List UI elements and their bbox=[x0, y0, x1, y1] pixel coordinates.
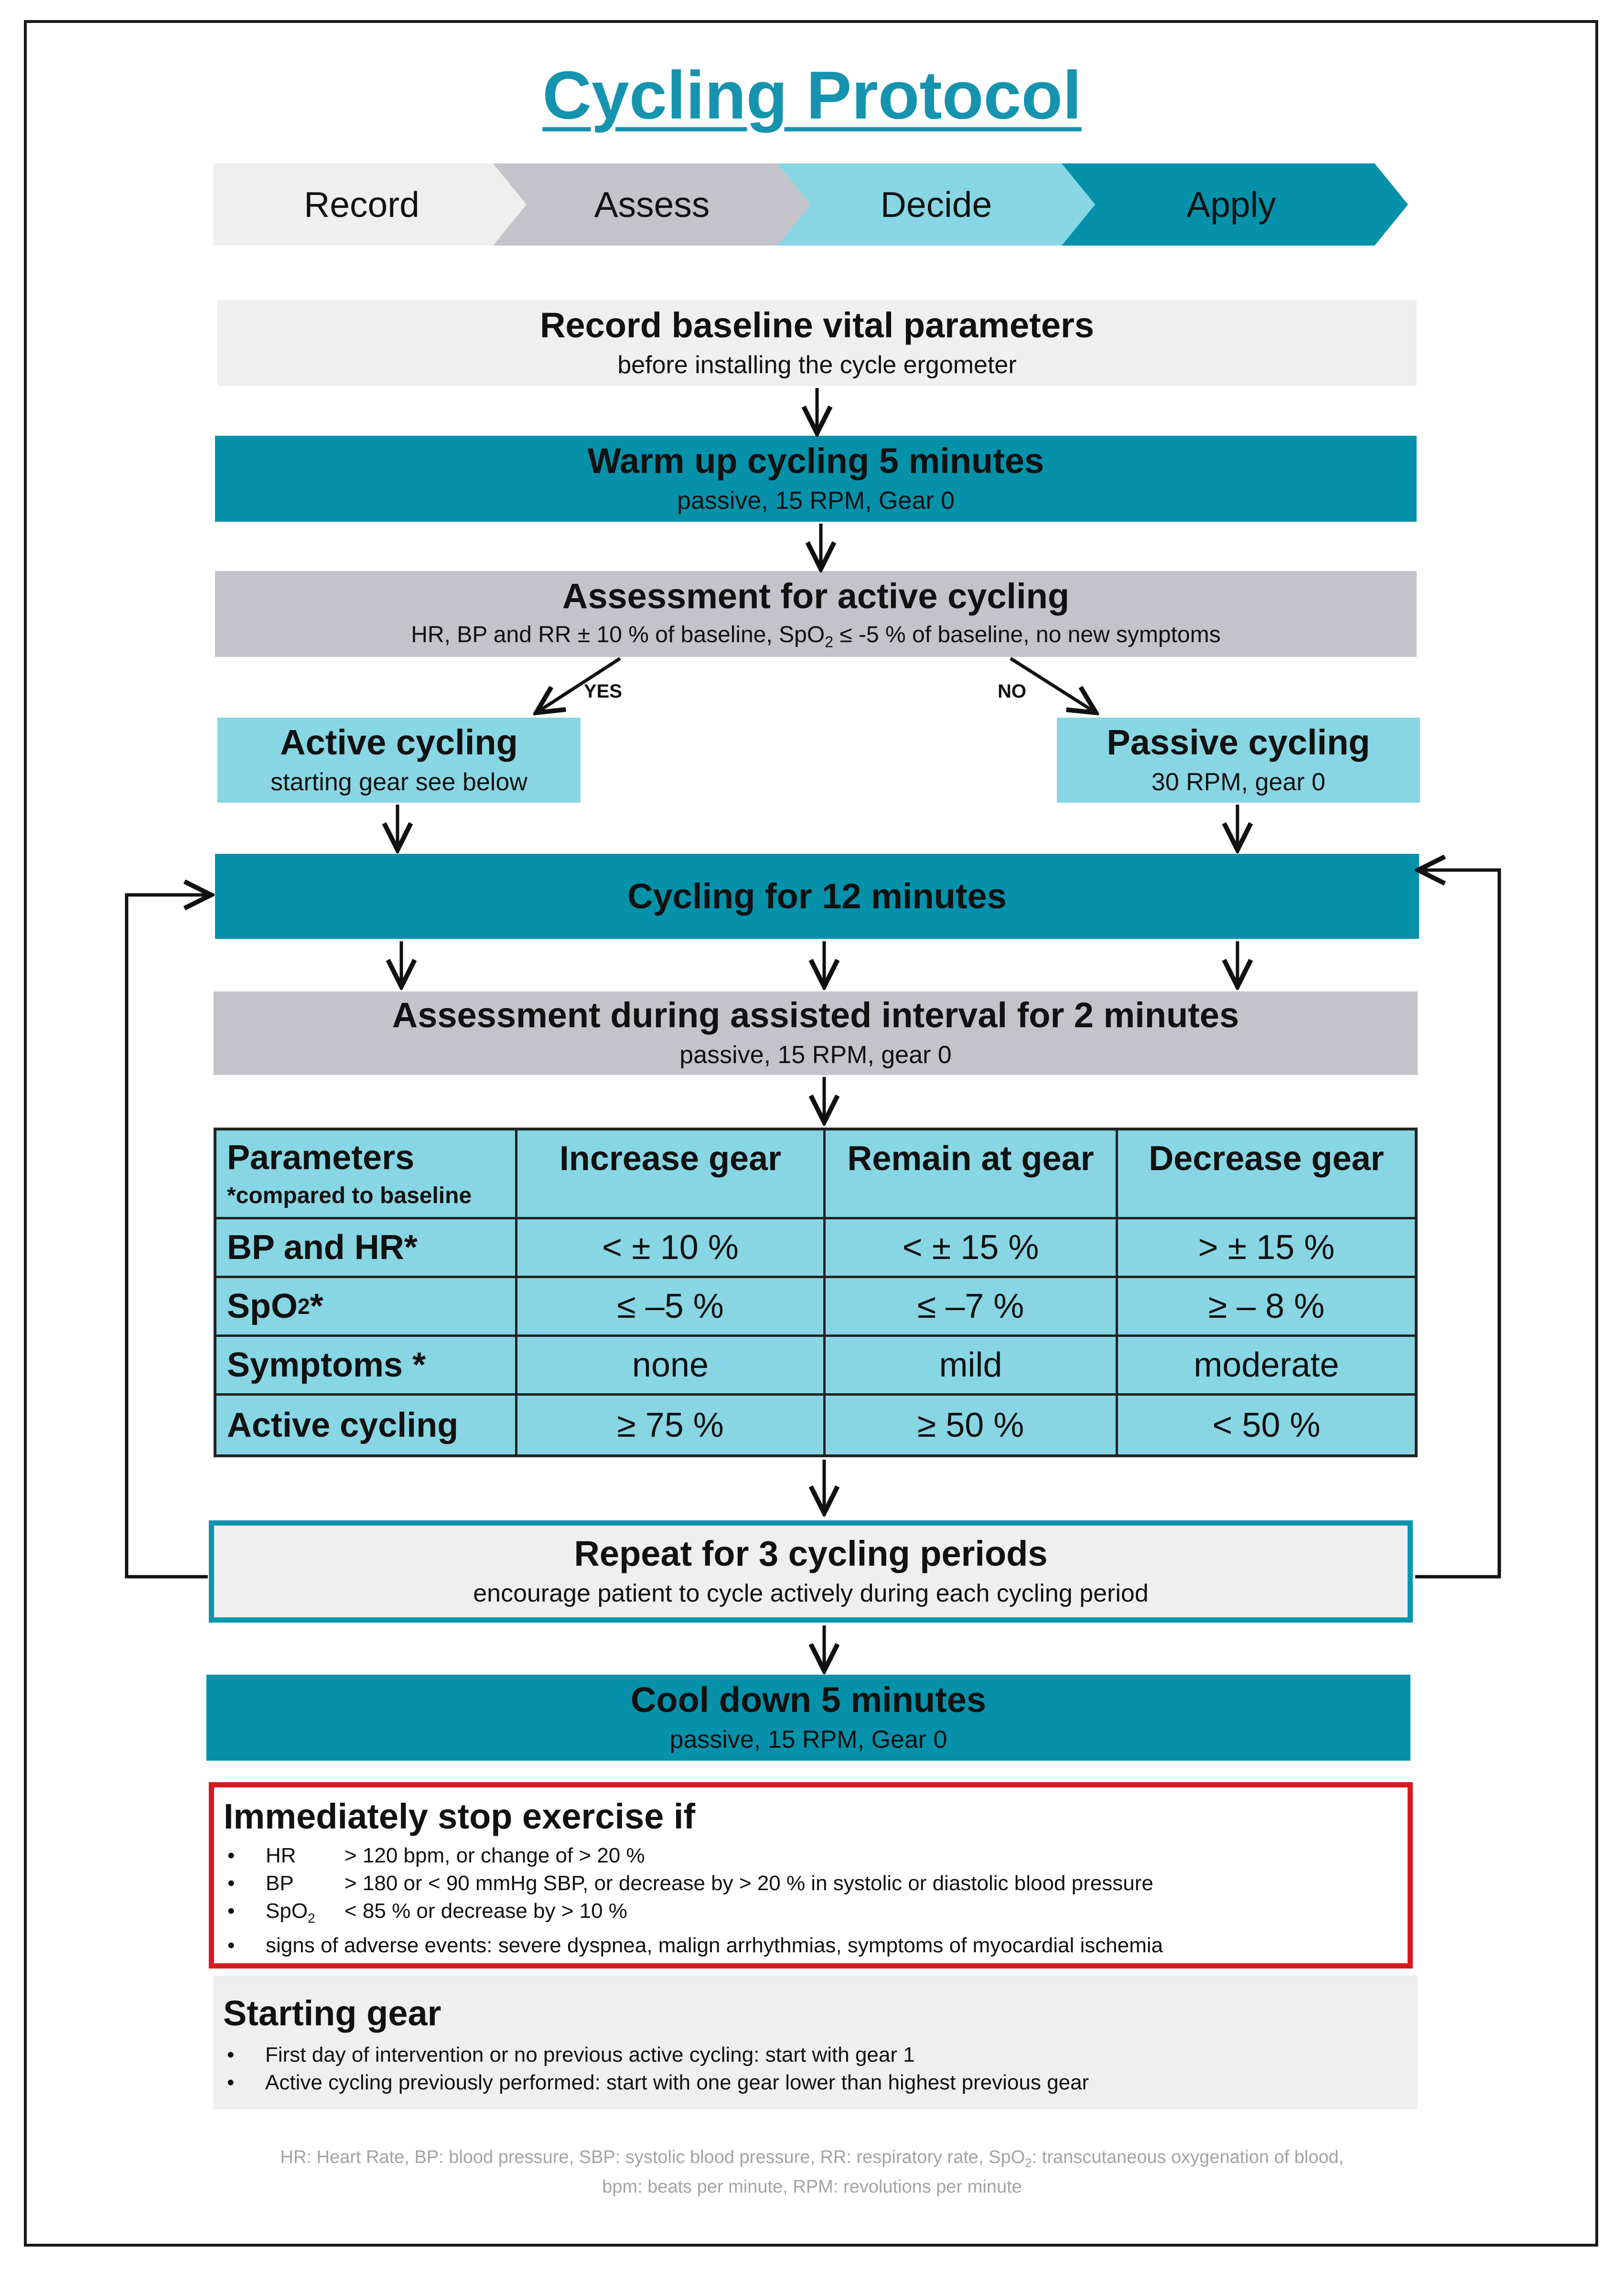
active-cycling-subtitle: starting gear see below bbox=[270, 768, 527, 796]
table-cell: ≥ 50 % bbox=[826, 1396, 1118, 1454]
assisted-interval-box: Assessment during assisted interval for … bbox=[214, 991, 1418, 1075]
row-label-bp-hr: BP and HR* bbox=[216, 1219, 517, 1278]
bullet-icon: • bbox=[227, 2043, 235, 2066]
starting-gear-title: Starting gear bbox=[223, 1993, 441, 2033]
repeat-subtitle: encourage patient to cycle actively duri… bbox=[473, 1579, 1149, 1607]
step-record: Record bbox=[304, 184, 419, 225]
cooldown-title: Cool down 5 minutes bbox=[630, 1679, 987, 1720]
assessment-criteria: HR, BP and RR ± 10 % of baseline, SpO2 ≤… bbox=[411, 622, 1221, 651]
table-header-increase: Increase gear bbox=[517, 1130, 826, 1219]
step-shape-decide bbox=[777, 163, 1095, 246]
stop-criteria-box: Immediately stop exercise if • HR> 120 b… bbox=[209, 1782, 1413, 1969]
yes-label: YES bbox=[584, 681, 623, 702]
table-cell: moderate bbox=[1118, 1337, 1415, 1396]
table-cell: < 50 % bbox=[1212, 1406, 1321, 1444]
passive-cycling-box: Passive cycling 30 RPM, gear 0 bbox=[1057, 718, 1420, 803]
row-label-active-cycling: Active cycling bbox=[216, 1396, 517, 1454]
table-header-parameters: Parameters *compared to baseline bbox=[216, 1130, 517, 1219]
bullet-icon: • bbox=[227, 1899, 235, 1923]
footnote-line-1: HR: Heart Rate, BP: blood pressure, SBP:… bbox=[280, 2147, 1344, 2170]
step-shape-assess bbox=[493, 163, 811, 246]
step-apply: Apply bbox=[1186, 184, 1276, 225]
bullet-icon: • bbox=[227, 1871, 235, 1895]
starting-gear-item: • Active cycling previously performed: s… bbox=[223, 2069, 1418, 2097]
stop-criteria-item: • signs of adverse events: severe dyspne… bbox=[224, 1932, 1408, 1959]
repeat-box: Repeat for 3 cycling periods encourage p… bbox=[209, 1520, 1413, 1623]
parameters-title: Parameters bbox=[227, 1139, 415, 1177]
cycling-12-title: Cycling for 12 minutes bbox=[627, 876, 1007, 916]
passive-cycling-subtitle: 30 RPM, gear 0 bbox=[1151, 768, 1326, 796]
repeat-title: Repeat for 3 cycling periods bbox=[574, 1533, 1048, 1573]
table-cell: < ± 10 % bbox=[517, 1219, 826, 1278]
active-cycling-title: Active cycling bbox=[280, 722, 518, 762]
step-assess: Assess bbox=[594, 184, 710, 225]
abbreviations-footnote: HR: Heart Rate, BP: blood pressure, SBP:… bbox=[0, 2145, 1624, 2199]
table-cell: > ± 15 % bbox=[1118, 1219, 1415, 1278]
parameters-note: *compared to baseline bbox=[227, 1183, 472, 1209]
table-cell: mild bbox=[826, 1337, 1118, 1396]
assisted-interval-subtitle: passive, 15 RPM, gear 0 bbox=[679, 1041, 952, 1069]
starting-gear-box: Starting gear • First day of interventio… bbox=[214, 1976, 1418, 2109]
row-label-symptoms: Symptoms * bbox=[216, 1337, 517, 1396]
baseline-box: Record baseline vital parameters before … bbox=[217, 300, 1417, 386]
footnote-line-2: bpm: beats per minute, RPM: revolutions … bbox=[602, 2176, 1022, 2197]
table-cell: none bbox=[517, 1337, 826, 1396]
stop-criteria-item: • HR> 120 bpm, or change of > 20 % bbox=[224, 1842, 1408, 1870]
stop-criteria-title: Immediately stop exercise if bbox=[224, 1797, 696, 1836]
step-chevrons: Record Assess Decide Apply bbox=[214, 163, 1408, 246]
warmup-box: Warm up cycling 5 minutes passive, 15 RP… bbox=[215, 436, 1417, 522]
cooldown-box: Cool down 5 minutes passive, 15 RPM, Gea… bbox=[206, 1675, 1410, 1761]
assisted-interval-title: Assessment during assisted interval for … bbox=[392, 995, 1239, 1035]
active-cycling-box: Active cycling starting gear see below bbox=[217, 718, 581, 803]
warmup-subtitle: passive, 15 RPM, Gear 0 bbox=[677, 486, 955, 515]
assessment-box: Assessment for active cycling HR, BP and… bbox=[215, 571, 1417, 657]
step-shape-record bbox=[214, 163, 527, 246]
bullet-icon: • bbox=[227, 1934, 235, 1958]
cycling-12-box: Cycling for 12 minutes bbox=[215, 854, 1419, 939]
passive-cycling-title: Passive cycling bbox=[1107, 722, 1370, 762]
step-chevron-shapes bbox=[214, 163, 1408, 246]
table-cell: ≥ 75 % bbox=[517, 1396, 826, 1454]
table-header-decrease: Decrease gear bbox=[1118, 1130, 1415, 1219]
table-cell: ≥ – 8 % bbox=[1118, 1278, 1415, 1337]
baseline-subtitle: before installing the cycle ergometer bbox=[617, 351, 1017, 379]
warmup-title: Warm up cycling 5 minutes bbox=[587, 441, 1044, 481]
stop-criteria-item: • SpO2< 85 % or decrease by > 10 % bbox=[224, 1897, 1408, 1932]
gear-table: Parameters *compared to baseline Increas… bbox=[214, 1128, 1418, 1457]
page-frame bbox=[24, 20, 1598, 2247]
table-cell: < ± 15 % bbox=[826, 1219, 1118, 1278]
no-label: NO bbox=[998, 681, 1026, 702]
bullet-icon: • bbox=[227, 2071, 235, 2094]
bullet-icon: • bbox=[227, 1843, 235, 1867]
starting-gear-item: • First day of intervention or no previo… bbox=[223, 2041, 1418, 2069]
baseline-title: Record baseline vital parameters bbox=[540, 305, 1094, 345]
step-shape-apply bbox=[1062, 163, 1408, 246]
table-cell: ≤ –5 % bbox=[517, 1278, 826, 1337]
page-title: Cycling Protocol bbox=[542, 57, 1082, 133]
stop-criteria-item: • BP> 180 or < 90 mmHg SBP, or decrease … bbox=[224, 1870, 1408, 1897]
table-cell: ≤ –7 % bbox=[826, 1278, 1118, 1337]
cooldown-subtitle: passive, 15 RPM, Gear 0 bbox=[669, 1725, 947, 1754]
assessment-title: Assessment for active cycling bbox=[562, 576, 1070, 616]
step-decide: Decide bbox=[880, 184, 992, 225]
table-header-remain: Remain at gear bbox=[826, 1130, 1118, 1219]
